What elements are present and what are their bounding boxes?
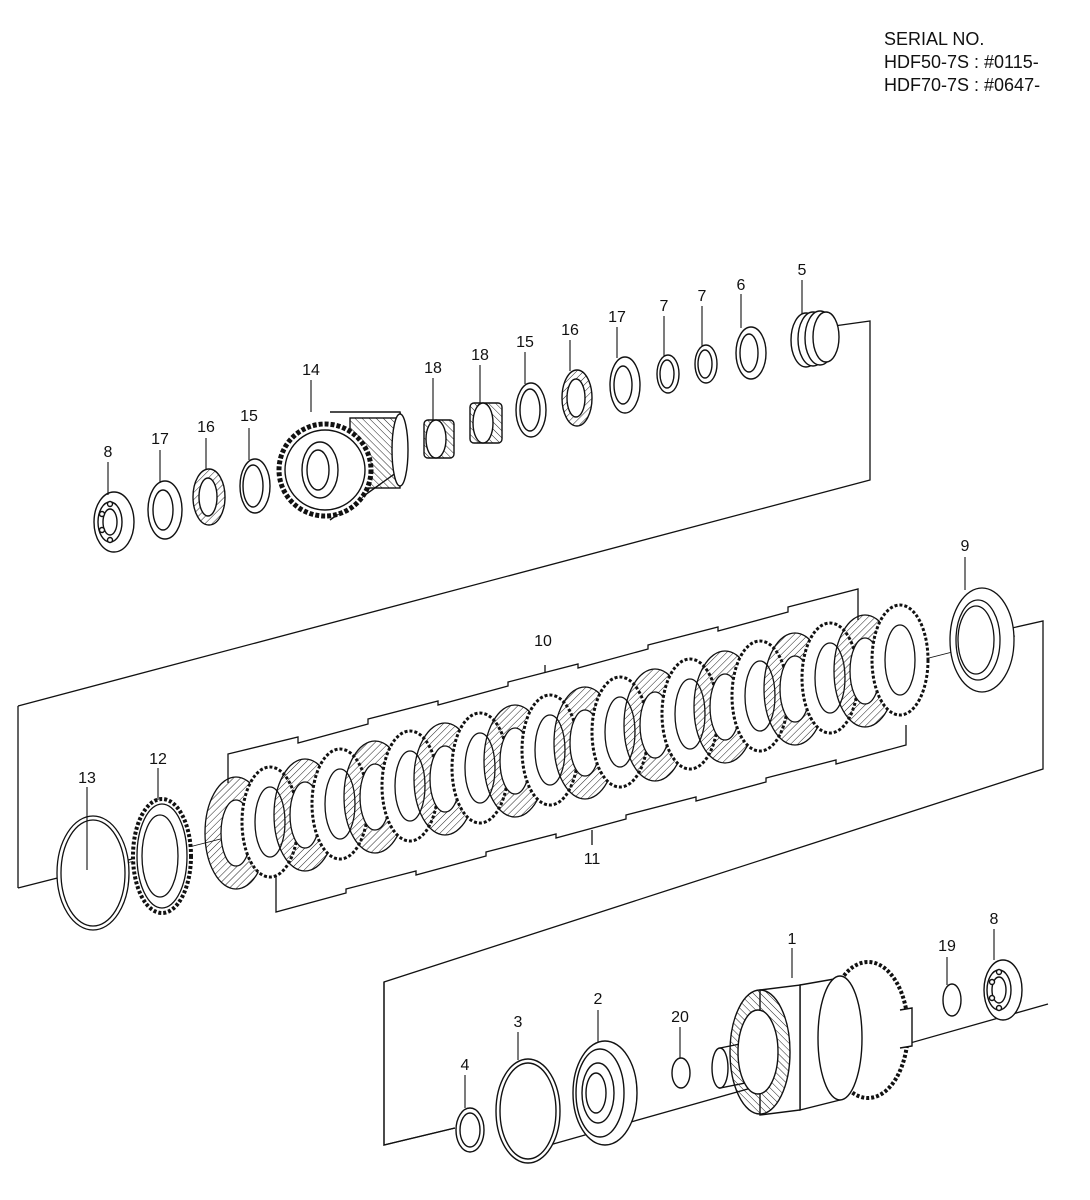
callout-12: 12 — [149, 751, 167, 768]
part-8-bearing-top — [93, 491, 135, 553]
part-8-bearing-bottom — [983, 959, 1023, 1021]
part-20-snap-ring — [671, 1057, 691, 1089]
callout-16-top-left: 16 — [197, 419, 215, 436]
part-17-washer-top-left — [147, 480, 183, 540]
serial-line-hdf50: HDF50-7S : #0115- — [884, 52, 1039, 72]
callout-labels: 8 17 16 15 14 18 18 15 16 17 7 7 6 5 9 1… — [78, 262, 998, 1074]
part-9-piston-plate — [949, 587, 1015, 693]
callout-1: 1 — [788, 931, 797, 948]
callout-14: 14 — [302, 362, 320, 379]
callout-18-a: 18 — [424, 360, 442, 377]
leader-lines — [86, 280, 995, 1108]
callout-6: 6 — [737, 277, 746, 294]
callout-10: 10 — [534, 633, 552, 650]
part-2-piston — [572, 1040, 638, 1146]
callout-16-top-right: 16 — [561, 322, 579, 339]
callout-4: 4 — [461, 1057, 470, 1074]
part-1-clutch-drum — [711, 960, 913, 1116]
callout-13: 13 — [78, 770, 96, 787]
callout-7-a: 7 — [660, 298, 669, 315]
callout-8-top: 8 — [104, 444, 113, 461]
callout-15-top-left: 15 — [240, 408, 258, 425]
part-18-needle-bearing-b — [469, 402, 503, 444]
part-12-gear-plate — [131, 797, 193, 915]
callout-5: 5 — [798, 262, 807, 279]
part-13-ring — [56, 815, 130, 931]
bracket-11 — [275, 725, 907, 913]
part-4-ring — [455, 1107, 485, 1153]
top-group-outline — [17, 320, 871, 707]
callout-3: 3 — [514, 1014, 523, 1031]
callout-19: 19 — [938, 938, 956, 955]
part-19-snap-ring — [942, 983, 962, 1017]
part-5-spring — [790, 310, 840, 368]
serial-heading: SERIAL NO. — [884, 29, 985, 49]
bottom-group-outline — [383, 982, 456, 1146]
part-7-snap-ring-b — [694, 344, 718, 384]
callout-20: 20 — [671, 1009, 689, 1026]
callout-11: 11 — [584, 851, 601, 868]
callout-18-b: 18 — [471, 347, 489, 364]
callout-17-top-right: 17 — [608, 309, 626, 326]
callout-15-top-right: 15 — [516, 334, 534, 351]
part-18-needle-bearing-a — [423, 419, 455, 459]
part-15-washer-top-left — [239, 458, 271, 514]
callout-8-bottom: 8 — [990, 911, 999, 928]
part-3-o-ring — [495, 1058, 561, 1164]
part-15-washer-top-right — [515, 382, 547, 438]
bracket-10 — [227, 588, 859, 783]
serial-line-hdf70: HDF70-7S : #0647- — [884, 75, 1041, 95]
callout-17-top-left: 17 — [151, 431, 169, 448]
part-6-ring — [735, 326, 767, 380]
clutch-pack — [204, 603, 930, 890]
callout-7-b: 7 — [698, 288, 707, 305]
part-16-race-top-left — [192, 468, 226, 526]
part-14-gear — [276, 411, 409, 521]
serial-number-block: SERIAL NO. HDF50-7S : #0115- HDF70-7S : … — [884, 28, 1040, 97]
part-7-snap-ring-a — [656, 354, 680, 394]
part-16-race-top-right — [561, 369, 593, 427]
callout-9: 9 — [961, 538, 970, 555]
callout-2: 2 — [594, 991, 603, 1008]
part-17-washer-top-right — [609, 356, 641, 414]
